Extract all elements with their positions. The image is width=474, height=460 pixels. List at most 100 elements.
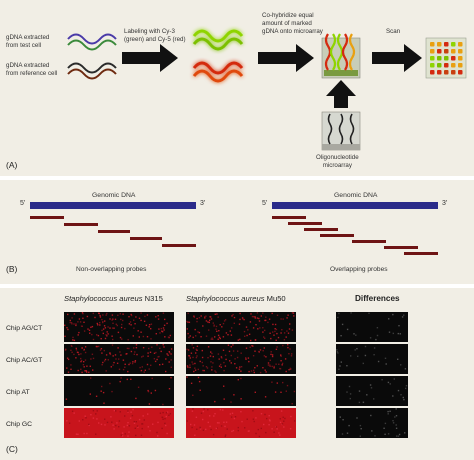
chip-speckle bbox=[293, 390, 296, 393]
chip-speckle bbox=[69, 321, 71, 324]
chip-speckle bbox=[260, 413, 263, 415]
chip-speckle bbox=[64, 335, 66, 337]
chip-speckle bbox=[337, 316, 339, 319]
chip-speckle bbox=[221, 357, 223, 359]
chip-speckle bbox=[66, 357, 69, 359]
chip-speckle bbox=[264, 337, 266, 339]
chip-speckle bbox=[200, 412, 203, 414]
chip-speckle bbox=[258, 350, 260, 353]
chip-speckle bbox=[244, 427, 246, 429]
hybridize-label: Co-hybridize equal amount of marked gDNA… bbox=[262, 12, 323, 35]
chip-speckle bbox=[97, 324, 99, 326]
chip-speckle bbox=[99, 314, 101, 317]
chip-speckle bbox=[246, 334, 248, 337]
chip-speckle bbox=[264, 396, 267, 398]
chip-speckle bbox=[72, 339, 74, 341]
chip-speckle bbox=[97, 334, 100, 337]
array-spot bbox=[444, 49, 449, 54]
chip-speckle bbox=[125, 353, 127, 355]
chip-speckle bbox=[232, 350, 235, 352]
chip-speckle bbox=[134, 360, 137, 362]
chip-speckle bbox=[218, 336, 221, 339]
chip-speckle bbox=[214, 370, 216, 372]
chip-speckle bbox=[113, 361, 115, 364]
chip-speckle bbox=[77, 321, 79, 323]
chip-speckle bbox=[231, 327, 233, 329]
chip-speckle bbox=[120, 326, 123, 329]
chip-speckle bbox=[262, 350, 264, 352]
chip-speckle bbox=[156, 358, 158, 361]
chip-speckle bbox=[366, 394, 368, 396]
chip-speckle bbox=[202, 410, 204, 413]
chip-speckle bbox=[157, 356, 159, 358]
chip-speckle bbox=[225, 358, 227, 361]
chip-speckle bbox=[273, 367, 275, 369]
chip-speckle bbox=[111, 344, 114, 346]
chip-speckle bbox=[202, 325, 204, 327]
chip-speckle bbox=[288, 369, 290, 371]
array-spot bbox=[444, 63, 449, 68]
chip-speckle bbox=[232, 344, 234, 346]
chip-speckle bbox=[282, 381, 284, 384]
chip-speckle bbox=[230, 401, 232, 403]
chip-speckle bbox=[80, 357, 82, 360]
chip-speckle bbox=[75, 323, 77, 325]
chip-speckle bbox=[289, 428, 292, 430]
chip-speckle bbox=[168, 351, 170, 353]
chip-speckle bbox=[163, 329, 165, 331]
chip-speckle bbox=[101, 318, 103, 321]
chip-speckle bbox=[105, 354, 108, 356]
chip-speckle bbox=[239, 318, 241, 321]
chip-speckle bbox=[165, 358, 167, 360]
chip-speckle bbox=[96, 418, 98, 420]
chip-speckle bbox=[394, 416, 396, 418]
chip-speckle bbox=[289, 367, 291, 370]
chip-speckle bbox=[401, 316, 404, 318]
chip-speckle bbox=[194, 434, 196, 436]
strain2-name: Mu50 bbox=[266, 294, 286, 303]
chip-speckle bbox=[356, 348, 358, 350]
chip-speckle bbox=[127, 370, 129, 373]
chip-speckle bbox=[150, 364, 152, 366]
chip-speckle bbox=[116, 362, 119, 364]
chip-speckle bbox=[135, 344, 138, 346]
chip-speckle bbox=[150, 323, 153, 325]
chip-speckle bbox=[157, 435, 159, 437]
chip-speckle bbox=[101, 385, 103, 388]
chip-speckle bbox=[113, 428, 115, 430]
chip-speckle bbox=[114, 354, 117, 356]
chip-speckle bbox=[137, 426, 139, 428]
chip-speckle bbox=[152, 423, 154, 425]
chip-speckle bbox=[91, 333, 93, 336]
chip-speckle bbox=[231, 430, 233, 433]
chip-speckle bbox=[71, 323, 73, 325]
chip-speckle bbox=[124, 415, 126, 417]
chip-speckle bbox=[252, 355, 255, 357]
chip-speckle bbox=[198, 380, 201, 383]
chip-speckle bbox=[68, 422, 71, 424]
chip-speckle bbox=[216, 422, 219, 424]
chip-speckle bbox=[245, 358, 247, 360]
chip-image bbox=[64, 408, 174, 438]
chip-speckle bbox=[151, 377, 153, 380]
chip-speckle bbox=[368, 312, 370, 314]
chip-speckle bbox=[69, 319, 71, 322]
chip-speckle bbox=[165, 424, 167, 427]
array-spot bbox=[430, 56, 435, 61]
chip-speckle bbox=[222, 349, 225, 351]
chip-speckle bbox=[216, 313, 218, 315]
chip-speckle bbox=[146, 314, 149, 316]
chip-speckle bbox=[101, 364, 103, 366]
chip-speckle bbox=[210, 338, 212, 340]
chip-speckle bbox=[85, 370, 88, 372]
chip-speckle bbox=[98, 312, 100, 315]
chip-speckle bbox=[207, 409, 209, 411]
chip-speckle bbox=[192, 347, 195, 349]
chip-speckle bbox=[237, 429, 239, 432]
chip-speckle bbox=[252, 316, 255, 318]
chip-speckle bbox=[186, 420, 188, 422]
chip-speckle bbox=[346, 328, 349, 331]
chip-speckle bbox=[219, 337, 221, 340]
chip-speckle bbox=[122, 359, 125, 361]
chip-speckle bbox=[163, 346, 165, 348]
